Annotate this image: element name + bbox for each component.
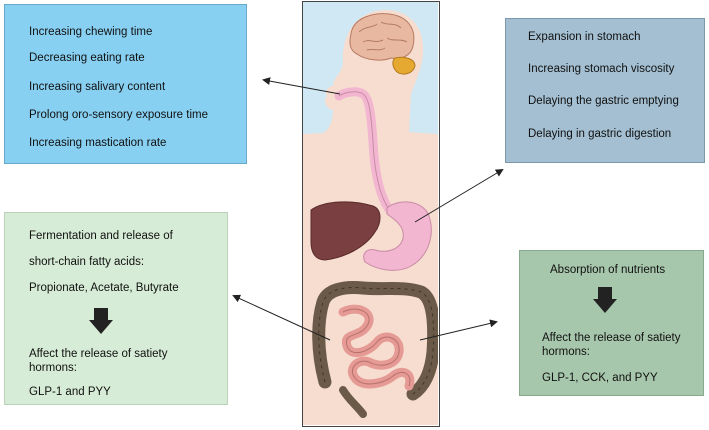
stomach-arrow — [414, 168, 504, 223]
small-intestine-outline — [342, 308, 411, 387]
liver-icon — [310, 201, 381, 261]
mouth-effect-3: Increasing salivary content — [29, 81, 166, 93]
stomach-effect-4: Delaying in gastric digestion — [528, 128, 672, 140]
colon-effect-1: Fermentation and release of — [29, 230, 173, 242]
large-intestine-icon — [312, 281, 441, 401]
mouth-effect-1: Increasing chewing time — [29, 26, 153, 38]
stomach-effect-3: Delaying the gastric emptying — [528, 95, 679, 107]
intestine-hormone-line-3: GLP-1, CCK, and PYY — [542, 372, 658, 384]
stomach-icon — [363, 201, 432, 271]
colon-effect-2: short-chain fatty acids: — [29, 256, 145, 268]
anatomy-figure-frame — [302, 1, 441, 427]
mouth-effect-4: Prolong oro-sensory exposure time — [29, 109, 208, 121]
colon-effects-box: Fermentation and release of short-chain … — [4, 212, 228, 405]
colon-effect-3: Propionate, Acetate, Butyrate — [29, 282, 179, 294]
stomach-effects-box: Expansion in stomach Increasing stomach … — [505, 18, 705, 163]
stomach-effect-2: Increasing stomach viscosity — [528, 63, 675, 75]
mouth-effects-box: Increasing chewing time Decreasing eatin… — [4, 4, 247, 164]
intestine-effect-1: Absorption of nutrients — [550, 264, 666, 276]
brain-folds — [358, 21, 408, 51]
colon-arrow — [232, 294, 331, 341]
brain-icon — [349, 13, 415, 61]
intestine-hormone-line-1: Affect the release of satiety — [542, 332, 681, 344]
colon-hormone-line-1: Affect the release of satiety — [29, 348, 168, 360]
esophagus-outline — [338, 91, 392, 213]
mouth-effect-2: Decreasing eating rate — [29, 52, 145, 64]
mouth-arrow — [262, 77, 341, 95]
intestine-arrow — [419, 319, 498, 341]
rectum-icon — [339, 386, 367, 418]
mouth-effect-5: Increasing mastication rate — [29, 137, 167, 149]
intestine-hormone-line-2: hormons: — [542, 346, 590, 358]
colon-hormone-line-3: GLP-1 and PYY — [29, 386, 111, 398]
digestive-system-illustration — [303, 2, 441, 425]
stomach-effect-1: Expansion in stomach — [528, 31, 641, 43]
intestine-effects-box: Absorption of nutrients Affect the relea… — [519, 250, 704, 396]
cerebellum-icon — [392, 56, 416, 75]
colon-hormone-line-2: hormons: — [29, 362, 77, 374]
